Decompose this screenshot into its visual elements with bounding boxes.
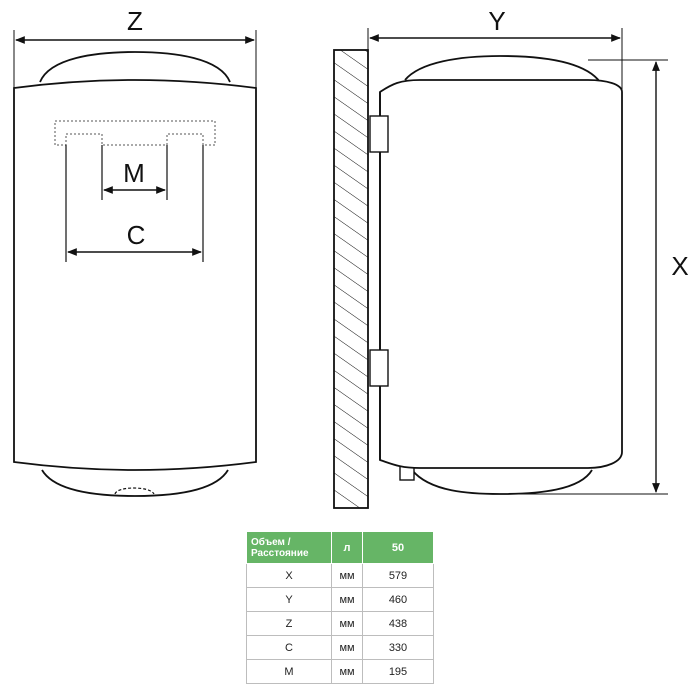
- table-header-row: Объем / Расстояние л 50: [246, 531, 434, 564]
- m-label: M: [123, 158, 145, 188]
- table-row: Y мм 460: [246, 587, 434, 612]
- mounting-bracket: [54, 120, 216, 146]
- row-label: Y: [246, 587, 332, 612]
- front-view: Z M C: [13, 6, 257, 497]
- front-bottom-cap: [41, 469, 229, 497]
- table-row: M мм 195: [246, 659, 434, 684]
- header-label: Объем / Расстояние: [246, 531, 332, 564]
- row-unit: мм: [331, 659, 363, 684]
- x-label: X: [671, 251, 688, 281]
- lower-bracket: [369, 349, 389, 387]
- side-top-cap: [404, 55, 601, 83]
- table-row: C мм 330: [246, 635, 434, 660]
- row-label: M: [246, 659, 332, 684]
- row-value: 460: [362, 587, 434, 612]
- dimensions-table: Объем / Расстояние л 50 X мм 579 Y мм 46…: [246, 531, 434, 684]
- upper-bracket: [369, 115, 389, 153]
- row-unit: мм: [331, 611, 363, 636]
- row-unit: мм: [331, 563, 363, 588]
- side-bottom-cap: [411, 469, 593, 495]
- row-label: X: [246, 563, 332, 588]
- row-unit: мм: [331, 635, 363, 660]
- row-value: 438: [362, 611, 434, 636]
- row-value: 579: [362, 563, 434, 588]
- side-body: [379, 79, 623, 469]
- front-top-cap: [39, 51, 231, 83]
- row-unit: мм: [331, 587, 363, 612]
- header-unit: л: [331, 531, 363, 564]
- wall: [333, 49, 369, 509]
- table-row: Z мм 438: [246, 611, 434, 636]
- table-row: X мм 579: [246, 563, 434, 588]
- row-value: 195: [362, 659, 434, 684]
- drain-outlet: [114, 487, 155, 495]
- front-body: [13, 79, 257, 471]
- row-value: 330: [362, 635, 434, 660]
- header-volume: 50: [362, 531, 434, 564]
- row-label: Z: [246, 611, 332, 636]
- boiler-dimension-drawing: Z M C Y: [13, 6, 689, 509]
- side-view: Y X: [333, 6, 689, 509]
- y-label: Y: [488, 6, 505, 36]
- row-label: C: [246, 635, 332, 660]
- z-label: Z: [127, 6, 143, 36]
- c-label: C: [127, 220, 146, 250]
